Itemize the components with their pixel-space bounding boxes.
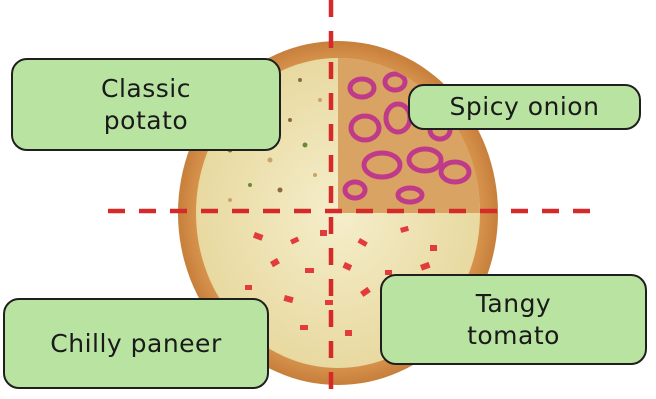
label-chilly-paneer-text: Chilly paneer	[50, 328, 221, 359]
label-classic-potato-text: Classic potato	[101, 73, 191, 136]
label-classic-potato: Classic potato	[11, 58, 281, 151]
label-chilly-paneer: Chilly paneer	[3, 298, 269, 389]
label-tangy-tomato: Tangy tomato	[380, 274, 647, 365]
label-spicy-onion-text: Spicy onion	[450, 91, 600, 122]
label-spicy-onion: Spicy onion	[408, 84, 641, 130]
label-tangy-tomato-text: Tangy tomato	[467, 288, 560, 351]
